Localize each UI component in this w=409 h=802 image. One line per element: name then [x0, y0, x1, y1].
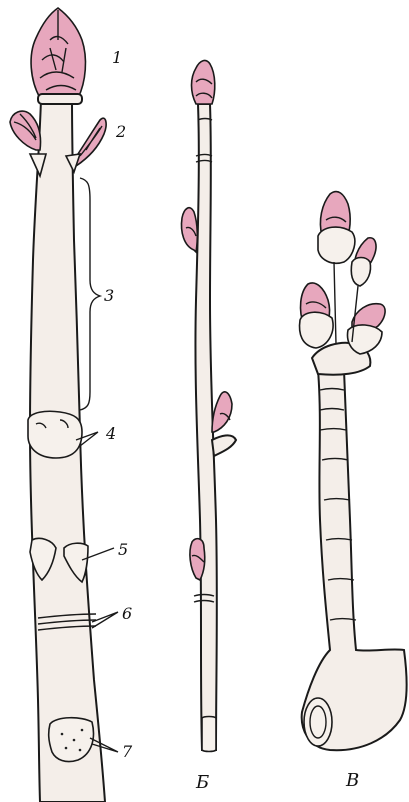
label-2: 2 [116, 124, 126, 140]
label-v: В [346, 772, 359, 790]
label-b: Б [196, 774, 209, 792]
leaf-scar [28, 411, 82, 458]
twig-c-stem [302, 370, 407, 750]
label-6: 6 [122, 606, 132, 622]
label-5: 5 [118, 542, 128, 558]
twig-c-cut-end [304, 698, 332, 746]
lateral-bud-left [10, 111, 41, 150]
label-7: 7 [122, 744, 132, 760]
label-4: 4 [106, 426, 116, 442]
twig-b-bud-upper [182, 208, 198, 252]
label-3: 3 [104, 288, 114, 304]
twig-b-cut-end [202, 717, 216, 752]
twig-a [10, 8, 118, 802]
twig-b-bud-mid [212, 392, 232, 432]
twig-b [182, 61, 237, 752]
label-1: 1 [112, 50, 122, 66]
internode-bracket [80, 178, 100, 410]
twig-b-bud-lower [190, 539, 205, 580]
twig-c [300, 192, 407, 751]
